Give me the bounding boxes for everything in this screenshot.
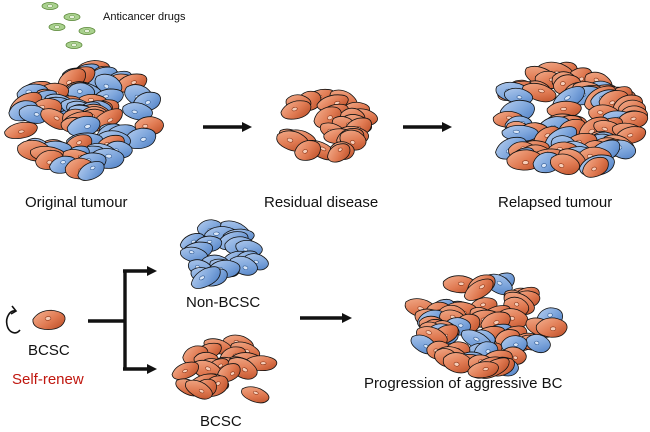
non-bcsc-cluster [179,219,269,289]
original-tumour [4,60,164,181]
relapsed-tumour-label: Relapsed tumour [498,194,613,211]
anticancer-drugs-label: Anticancer drugs [103,11,186,23]
anticancer-drugs-icon [41,2,96,50]
bcsc-label-bottom: BCSC [200,413,242,430]
circular-arrow-icon [5,305,21,334]
bcsc-cluster [171,334,278,404]
progression-label: Progression of aggressive BC [364,375,563,392]
self-renew-label: Self-renew [12,371,84,388]
residual-disease-label: Residual disease [264,194,379,211]
bcsc-label-left: BCSC [28,342,70,359]
branching-arrow-icon [88,266,157,374]
residual-disease [276,88,378,163]
non-bcsc-label: Non-BCSC [186,294,261,311]
original-tumour-label: Original tumour [25,194,128,211]
aggressive-bc-cluster [404,272,568,379]
single-bcsc-cell [32,309,66,331]
relapsed-tumour [492,61,649,178]
